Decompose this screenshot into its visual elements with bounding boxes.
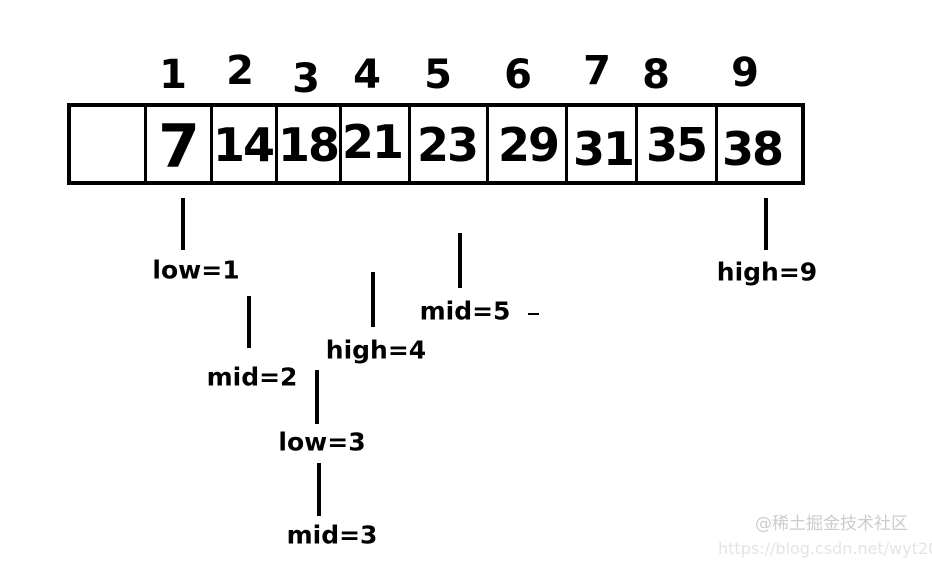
array-value: 38 <box>721 122 784 176</box>
pointer-line <box>181 198 185 250</box>
label-mid-2: mid=2 <box>206 362 298 392</box>
dash-mark <box>528 313 539 315</box>
label-high-4: high=4 <box>325 335 427 365</box>
array-value: 18 <box>277 118 340 172</box>
cell-divider <box>635 103 638 185</box>
watermark: @稀土掘金技术社区 <box>755 514 908 534</box>
pointer-line <box>247 296 251 348</box>
index-label: 7 <box>583 48 611 94</box>
index-label: 9 <box>731 50 759 96</box>
index-label: 2 <box>226 48 254 94</box>
pointer-line <box>371 272 375 327</box>
array-value: 14 <box>212 118 275 172</box>
cell-divider <box>486 103 489 185</box>
array-value: 23 <box>416 118 479 172</box>
cell-divider <box>408 103 411 185</box>
array-value: 35 <box>645 118 708 172</box>
index-label: 3 <box>292 56 320 102</box>
array-value: 7 <box>158 112 200 182</box>
label-mid-5: mid=5 <box>419 296 511 326</box>
pointer-line <box>458 233 462 288</box>
pointer-line <box>317 463 321 516</box>
array-value: 21 <box>341 115 404 169</box>
cell-divider <box>275 103 278 185</box>
index-label: 5 <box>424 52 452 98</box>
index-label: 8 <box>642 52 670 98</box>
array-value: 29 <box>497 118 560 172</box>
pointer-line <box>764 198 768 250</box>
pointer-line <box>315 370 319 424</box>
label-low-3: low=3 <box>278 427 366 457</box>
label-low-1: low=1 <box>152 255 240 285</box>
cell-divider <box>144 103 147 185</box>
array-box <box>67 103 805 185</box>
index-label: 6 <box>504 52 532 98</box>
watermark-url: https://blog.csdn.net/wyt2017 <box>718 539 932 558</box>
cell-divider <box>715 103 718 185</box>
cell-divider <box>565 103 568 185</box>
label-high-9: high=9 <box>716 257 818 287</box>
array-value: 31 <box>572 122 635 176</box>
cell-divider <box>210 103 213 185</box>
index-label: 1 <box>159 52 187 98</box>
label-mid-3: mid=3 <box>286 520 378 550</box>
index-label: 4 <box>353 52 381 98</box>
cell-divider <box>339 103 342 185</box>
